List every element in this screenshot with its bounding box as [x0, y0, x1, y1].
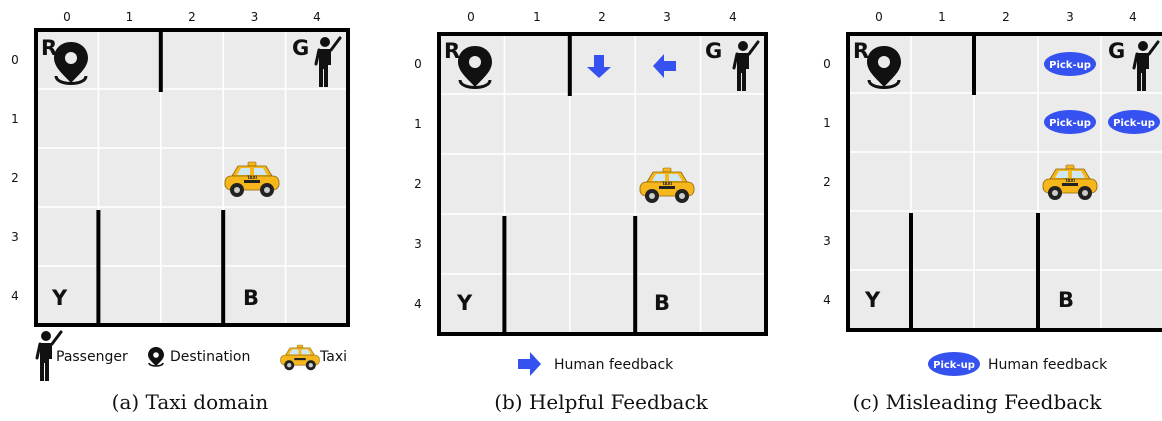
taxi-icon: TAXI [639, 167, 695, 204]
col-label: 0 [63, 10, 71, 24]
col-label: 2 [598, 10, 606, 24]
col-label: 0 [467, 10, 475, 24]
legend-taxi-label: Taxi [319, 349, 347, 365]
row-label: 2 [414, 177, 422, 191]
legend-destination-label: Destination [170, 349, 250, 365]
taxi-sign-text: TAXI [662, 181, 673, 186]
taxi-icon: TAXI [224, 161, 280, 198]
grid-border [437, 32, 768, 336]
col-label: 2 [1002, 10, 1010, 24]
row-label: 1 [823, 116, 831, 130]
taxi-sign-text: TAXI [247, 175, 258, 180]
legend-pickup-pill-label: Pick-up [933, 360, 975, 371]
row-label: 1 [11, 112, 19, 126]
grid-border [34, 28, 350, 327]
row-label: 0 [414, 57, 422, 71]
location-b-label: B [1058, 288, 1074, 312]
panel-misleading-feedback: 0 1 2 3 4 0 1 2 3 4 R G Y B TAXI Pick-up… [812, 0, 1162, 421]
row-labels: 0 1 2 3 4 [11, 53, 19, 303]
feedback-pickup-pill: Pick-up [1108, 110, 1160, 134]
row-label: 2 [11, 171, 19, 185]
col-label: 4 [1129, 10, 1137, 24]
col-label: 3 [1066, 10, 1074, 24]
row-labels: 0 1 2 3 4 [414, 57, 422, 311]
location-b-label: B [243, 286, 259, 310]
taxi-grid-b: 0 1 2 3 4 0 1 2 3 4 R G Y B TAXI Human f… [414, 10, 768, 376]
legend-passenger-label: Passenger [56, 349, 128, 365]
legend-pickup-pill: Pick-up [928, 352, 980, 376]
panel-taxi-domain: 0 1 2 3 4 0 1 2 3 4 R G Y B TAXI Passeng… [0, 0, 380, 421]
row-label: 3 [414, 237, 422, 251]
taxi-sign-text: TAXI [1065, 178, 1076, 183]
feedback-pickup-pill: Pick-up [1044, 52, 1096, 76]
col-label: 3 [251, 10, 259, 24]
col-label: 4 [313, 10, 321, 24]
col-label: 3 [663, 10, 671, 24]
column-labels: 0 1 2 3 4 [63, 10, 321, 24]
walls [96, 30, 226, 325]
panel-helpful-feedback: 0 1 2 3 4 0 1 2 3 4 R G Y B TAXI Human f… [403, 0, 783, 421]
caption-c: (c) Misleading Feedback [852, 390, 1102, 414]
feedback-pickup-pill: Pick-up [1044, 110, 1096, 134]
col-label: 0 [875, 10, 883, 24]
taxi-icon: TAXI [1042, 164, 1098, 201]
row-label: 2 [823, 175, 831, 189]
legend-feedback-arrow-icon [518, 352, 541, 376]
col-label: 4 [729, 10, 737, 24]
grid-background [36, 30, 348, 325]
location-g-label: G [705, 39, 722, 63]
location-r-label: R [41, 36, 57, 60]
gridlines [848, 34, 1162, 330]
location-r-label: R [853, 39, 869, 63]
row-label: 4 [11, 289, 19, 303]
row-label: 0 [823, 57, 831, 71]
caption-b: (b) Helpful Feedback [494, 390, 708, 414]
column-labels: 0 1 2 3 4 [875, 10, 1137, 24]
location-y-label: Y [456, 291, 473, 315]
taxi-grid-c: 0 1 2 3 4 0 1 2 3 4 R G Y B TAXI Pick-up… [823, 10, 1162, 376]
row-labels: 0 1 2 3 4 [823, 57, 831, 307]
row-label: 4 [823, 293, 831, 307]
pickup-pill-label: Pick-up [1049, 60, 1091, 71]
legend-destination-icon [147, 346, 165, 367]
location-b-label: B [654, 291, 670, 315]
legend-feedback-label: Human feedback [554, 357, 674, 373]
location-y-label: Y [864, 288, 881, 312]
location-g-label: G [292, 36, 309, 60]
taxi-grid-a: 0 1 2 3 4 0 1 2 3 4 R G Y B TAXI Passeng… [11, 10, 350, 383]
caption-a: (a) Taxi domain [111, 390, 269, 414]
col-label: 1 [938, 10, 946, 24]
grid-background [439, 34, 766, 334]
legend-feedback-label: Human feedback [988, 357, 1108, 373]
row-label: 3 [823, 234, 831, 248]
col-label: 1 [126, 10, 134, 24]
row-label: 0 [11, 53, 19, 67]
row-label: 1 [414, 117, 422, 131]
location-g-label: G [1108, 39, 1125, 63]
col-label: 2 [188, 10, 196, 24]
gridlines [439, 34, 766, 334]
row-label: 3 [11, 230, 19, 244]
location-y-label: Y [51, 286, 68, 310]
column-labels: 0 1 2 3 4 [467, 10, 737, 24]
row-label: 4 [414, 297, 422, 311]
grid-background [848, 34, 1162, 330]
grid-border [846, 32, 1162, 332]
walls [909, 34, 1040, 330]
pickup-pill-label: Pick-up [1049, 118, 1091, 129]
walls [502, 34, 638, 334]
legend-taxi-icon [280, 344, 320, 371]
pickup-pill-label: Pick-up [1113, 118, 1155, 129]
location-r-label: R [444, 39, 460, 63]
col-label: 1 [533, 10, 541, 24]
